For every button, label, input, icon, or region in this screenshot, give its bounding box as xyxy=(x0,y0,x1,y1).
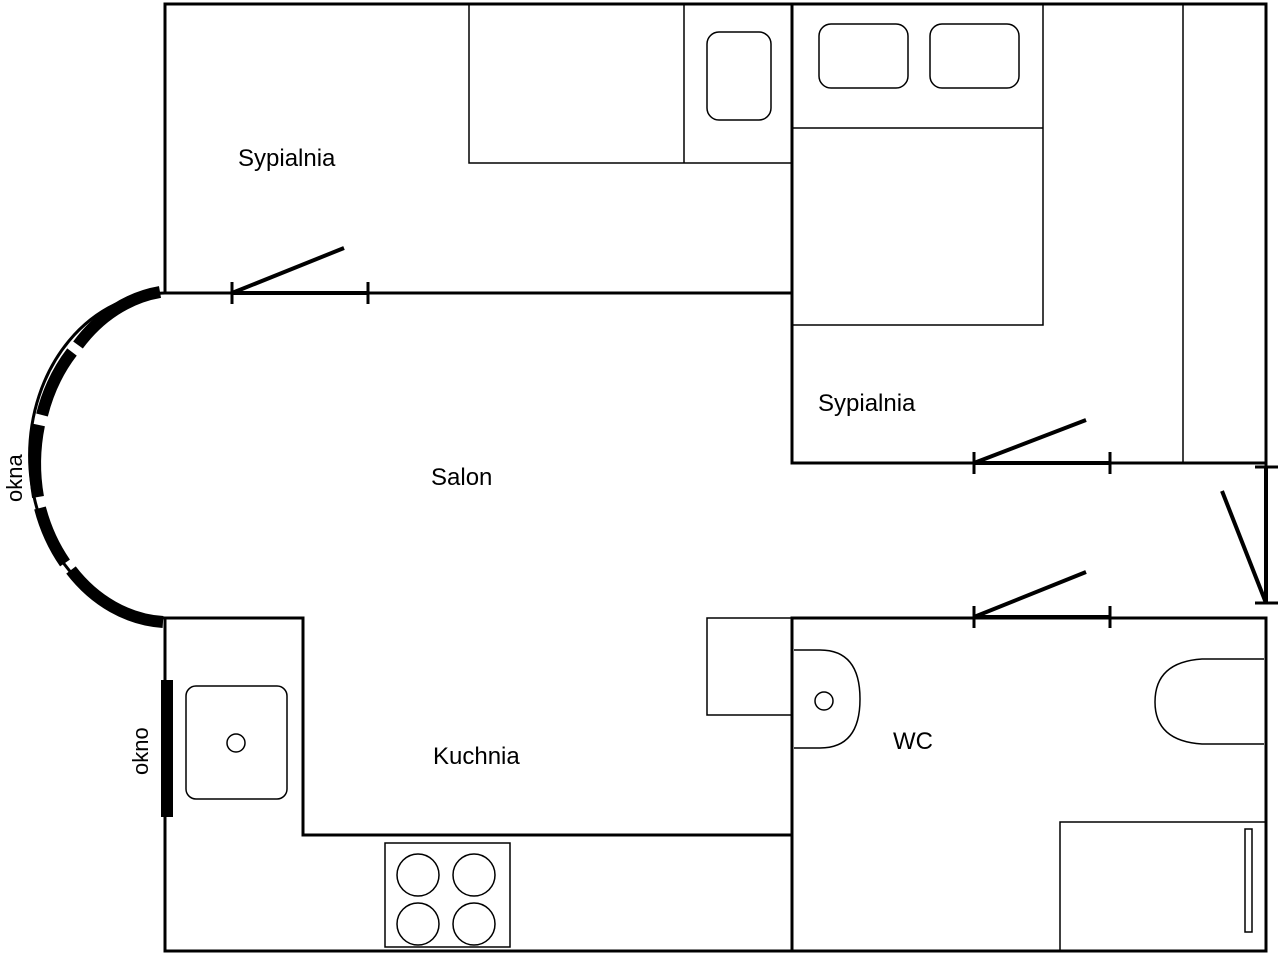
wall-bedroom-top xyxy=(163,2,1268,465)
room-label-kitchen: Kuchnia xyxy=(433,743,520,770)
wall-kitchen-outer xyxy=(163,616,794,837)
walls xyxy=(28,2,1268,953)
room-label-bedroom-right: Sypialnia xyxy=(818,390,916,417)
door-bedroom-right xyxy=(972,418,1112,474)
pillow-icon xyxy=(929,23,1020,89)
door-bedroom-top xyxy=(230,246,370,304)
wall-wc xyxy=(790,616,1268,953)
fridge xyxy=(706,617,793,716)
window-segment xyxy=(36,348,77,417)
windows-label: okna xyxy=(2,454,27,502)
shower-tray xyxy=(1059,821,1267,952)
toilet-icon xyxy=(1154,658,1264,745)
room-label-bedroom-top: Sypialnia xyxy=(238,145,336,172)
bed-right-bedroom xyxy=(791,3,1044,326)
stove-icon xyxy=(384,842,511,948)
room-label-living-room: Salon xyxy=(431,464,492,491)
pillow-icon xyxy=(818,23,909,89)
window-segment xyxy=(66,566,164,628)
door-wc xyxy=(972,570,1112,628)
window-segment xyxy=(73,286,162,349)
wash-basin xyxy=(794,649,861,749)
room-label-wc: WC xyxy=(893,728,933,755)
window-label-kitchen: okno xyxy=(128,727,153,775)
window-segment xyxy=(34,506,71,567)
kitchen-sink xyxy=(185,685,288,800)
wall-salon-arc xyxy=(28,291,167,620)
window-segment xyxy=(29,423,45,499)
wardrobe-top-bedroom xyxy=(468,3,793,164)
door-entrance xyxy=(1220,465,1278,605)
bay-windows xyxy=(29,286,164,628)
